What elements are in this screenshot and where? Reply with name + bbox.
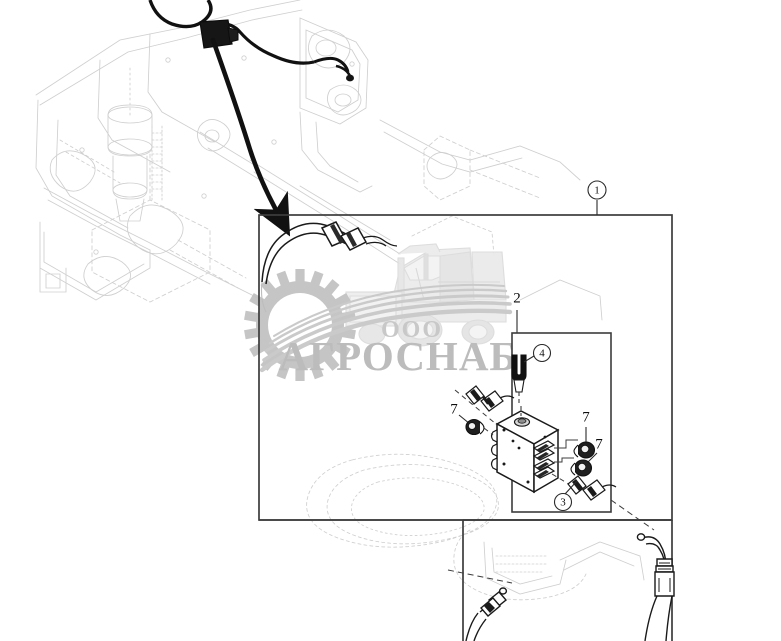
u-clip-connector	[511, 354, 527, 416]
callout-4: 4	[523, 343, 552, 363]
callout-1-label: 1	[594, 185, 600, 197]
callout-4-label: 4	[539, 348, 545, 360]
callout-2: 2	[513, 290, 521, 333]
hydraulic-valve-block	[490, 410, 560, 494]
callout-7b-label: 7	[582, 409, 590, 425]
alignment-line-right	[610, 499, 655, 531]
watermark-abbrev: ООО	[381, 317, 443, 343]
left-hose-fitting	[454, 385, 515, 425]
lower-hose-fitting: 3	[551, 473, 617, 512]
left-plug-fitting: 7	[450, 401, 494, 436]
machine-hose-dark	[148, 0, 354, 82]
callout-3-label: 3	[560, 497, 566, 509]
hose-assembly-lower	[465, 587, 508, 641]
hose-assembly-top	[260, 221, 398, 313]
callout-7c-label: 7	[595, 436, 603, 452]
callout-1: 1	[587, 180, 607, 215]
callout-2-label: 2	[513, 290, 521, 306]
field-lines-icon	[259, 283, 513, 373]
hose-assembly-right	[636, 533, 675, 641]
reference-arrow	[210, 37, 291, 237]
right-upper-plug-fitting: 7	[554, 409, 596, 459]
machine-outline-ghost	[35, 0, 401, 303]
watermark-company-name: АГРОСНАБ	[278, 333, 517, 379]
watermark-logo: ООО АГРОСНАБ	[244, 243, 517, 381]
callout-7a-label: 7	[450, 401, 458, 417]
machine-outline-ghost-lower	[306, 119, 645, 601]
right-lower-plug-fitting: 7	[554, 436, 603, 477]
alignment-line-lower	[447, 569, 513, 584]
